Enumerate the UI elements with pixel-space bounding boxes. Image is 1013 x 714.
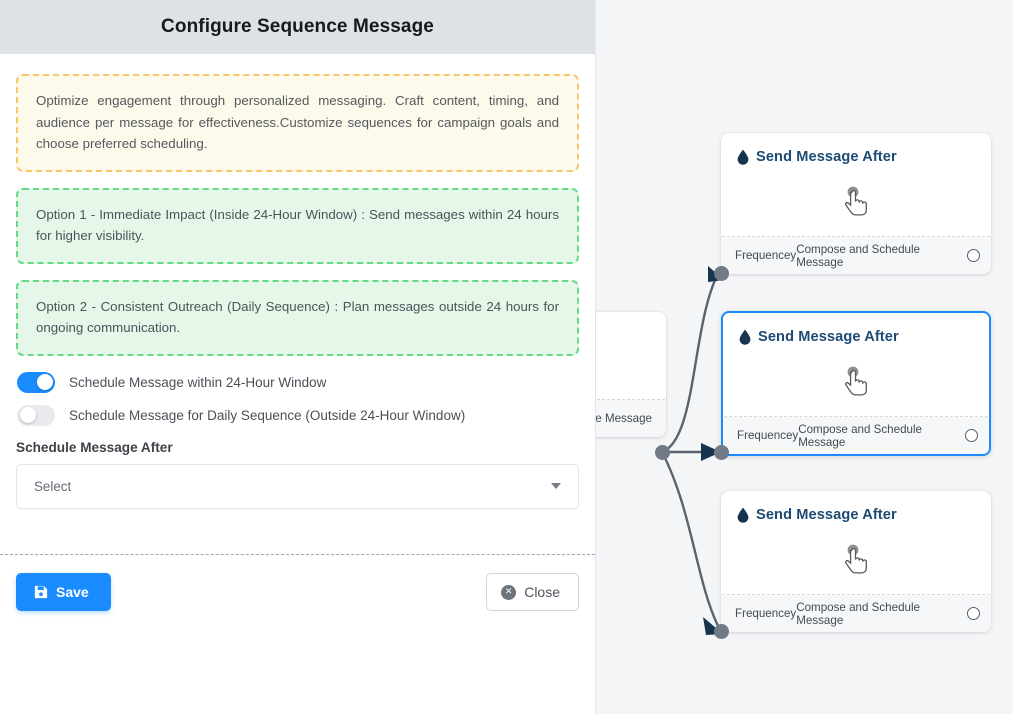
toggle-knob	[36, 374, 53, 391]
node-send-message-after-2[interactable]: Send Message After Frequencey Compose an…	[721, 311, 991, 456]
target-handle-node-1[interactable]	[714, 266, 729, 281]
schedule-message-after-select[interactable]: Select	[16, 463, 579, 509]
node-header: Send Message After	[721, 133, 991, 171]
panel-body: Optimize engagement through personalized…	[0, 54, 595, 509]
node-title: Send Message After	[756, 507, 897, 523]
save-button-label: Save	[56, 584, 89, 600]
water-drop-icon	[739, 329, 751, 345]
option-2-note: Option 2 - Consistent Outreach (Daily Se…	[16, 279, 579, 356]
node-footer: Frequencey Compose and Schedule Message	[721, 237, 991, 274]
floppy-disk-icon	[34, 585, 48, 599]
close-button-label: Close	[524, 584, 560, 600]
schedule-message-after-label: Schedule Message After	[16, 439, 173, 455]
node-title: Send Message After	[758, 329, 899, 345]
node-footer: Frequencey Compose and Schedule Message	[721, 595, 991, 632]
toggle-row-daily-sequence[interactable]: Schedule Message for Daily Sequence (Out…	[16, 404, 579, 426]
toggle-row-within-24h[interactable]: Schedule Message within 24-Hour Window	[16, 371, 579, 393]
node-header: Send Message After	[723, 313, 989, 351]
node-body	[722, 171, 990, 237]
node-send-message-after-1[interactable]: Send Message After Frequencey Compose an…	[721, 133, 991, 274]
toggle-schedule-within-24-hour-window[interactable]	[17, 371, 55, 393]
info-note-optimize-engagement: Optimize engagement through personalized…	[16, 74, 579, 172]
toggle-knob	[19, 407, 36, 424]
node-footer-left-label: Frequencey	[737, 429, 799, 442]
pointing-hand-cursor-icon	[845, 366, 867, 396]
node-body	[724, 351, 988, 417]
node-send-message-after-3[interactable]: Send Message After Frequencey Compose an…	[721, 491, 991, 632]
flow-canvas[interactable]: ce Message Send Message After Frequencey	[596, 0, 1013, 714]
select-value: Select	[34, 478, 72, 494]
target-handle-node-2[interactable]	[714, 445, 729, 460]
node-footer-right-label: Compose and Schedule Message	[796, 242, 920, 269]
option-1-note: Option 1 - Immediate Impact (Inside 24-H…	[16, 187, 579, 264]
node-footer-right-label: ce Message	[596, 412, 652, 425]
panel-footer: Save ✕ Close	[0, 554, 595, 611]
node-title: Send Message After	[756, 149, 897, 165]
pointing-hand-cursor-icon	[845, 544, 867, 574]
target-handle-out[interactable]	[967, 607, 980, 620]
save-button[interactable]: Save	[16, 573, 111, 611]
node-footer-right-label: Compose and Schedule Message	[798, 422, 922, 449]
node-footer-left-label: Frequencey	[735, 249, 797, 262]
panel-header: Configure Sequence Message	[0, 0, 595, 54]
chevron-down-icon[interactable]	[551, 483, 561, 490]
target-handle-out[interactable]	[967, 249, 980, 262]
node-footer-left-label: Frequencey	[735, 607, 797, 620]
close-icon: ✕	[501, 584, 517, 600]
edge-to-node-3	[660, 451, 720, 627]
pointing-hand-cursor-icon	[845, 186, 867, 216]
node-body	[722, 529, 990, 595]
node-footer-right-label: Compose and Schedule Message	[796, 600, 920, 627]
node-header: Send Message After	[721, 491, 991, 529]
upstream-node-partial[interactable]: ce Message	[596, 312, 666, 437]
toggle-label-daily-sequence: Schedule Message for Daily Sequence (Out…	[69, 407, 466, 423]
toggle-schedule-daily-sequence[interactable]	[17, 404, 55, 426]
configuration-panel: Configure Sequence Message Optimize enga…	[0, 0, 596, 714]
water-drop-icon	[737, 149, 749, 165]
node-footer: Frequencey Compose and Schedule Message	[723, 417, 989, 454]
node-header	[596, 312, 666, 334]
close-button[interactable]: ✕ Close	[486, 573, 579, 611]
toggle-label-within-24h: Schedule Message within 24-Hour Window	[69, 374, 327, 390]
target-handle-out[interactable]	[965, 429, 978, 442]
water-drop-icon	[737, 507, 749, 523]
node-body	[596, 334, 665, 400]
edge-to-node-1	[661, 277, 718, 454]
target-handle-node-3[interactable]	[714, 624, 729, 639]
page-title: Configure Sequence Message	[161, 16, 434, 37]
node-footer: ce Message	[596, 400, 666, 437]
source-handle-upstream[interactable]	[655, 445, 670, 460]
